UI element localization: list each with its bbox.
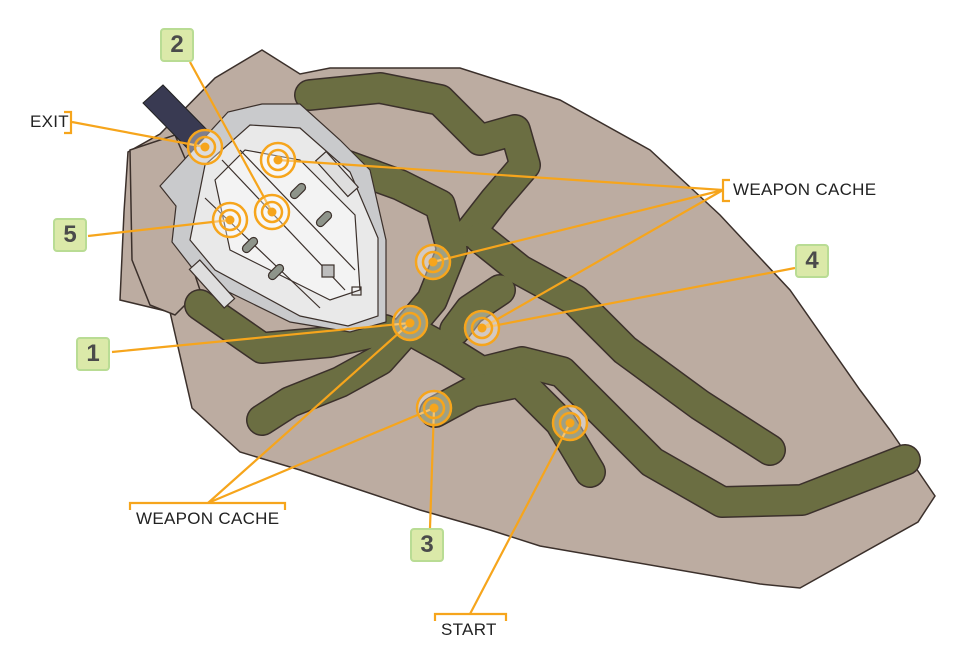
marker-m1 bbox=[391, 304, 429, 342]
leader-line bbox=[428, 407, 436, 529]
grass-path bbox=[465, 223, 785, 465]
marker-start bbox=[551, 404, 589, 442]
leader-line bbox=[207, 406, 435, 505]
grass-path bbox=[420, 367, 605, 487]
leader-line bbox=[432, 188, 724, 264]
marker-wc2 bbox=[414, 243, 452, 281]
marker-m2 bbox=[253, 193, 291, 231]
label-start: START bbox=[441, 620, 497, 639]
marker-exit bbox=[186, 128, 224, 166]
leader-line bbox=[277, 158, 724, 192]
marker-wc1 bbox=[259, 141, 297, 179]
grass-path bbox=[395, 315, 920, 517]
leader-lines bbox=[71, 61, 796, 615]
label-weapon-cache-bottom: WEAPON CACHE bbox=[136, 509, 280, 528]
grass-path bbox=[295, 73, 540, 247]
leader-line bbox=[111, 321, 411, 354]
marker-m4 bbox=[463, 309, 501, 347]
leader-line bbox=[469, 422, 571, 615]
leader-line bbox=[207, 322, 411, 504]
badge-1: 1 bbox=[76, 337, 110, 371]
label-brackets bbox=[64, 110, 730, 621]
marker-m3 bbox=[415, 389, 453, 427]
leader-line bbox=[481, 189, 724, 329]
label-exit: EXIT bbox=[30, 112, 69, 131]
leader-line bbox=[87, 218, 231, 238]
badge-3: 3 bbox=[410, 528, 444, 562]
marker-m5 bbox=[211, 201, 249, 239]
leader-line bbox=[481, 266, 796, 330]
map-markers bbox=[186, 128, 589, 442]
label-weapon-cache-top: WEAPON CACHE bbox=[733, 180, 877, 199]
badge-2: 2 bbox=[160, 28, 194, 62]
leader-line bbox=[71, 120, 206, 149]
badge-4: 4 bbox=[795, 244, 829, 278]
grass-path bbox=[440, 275, 515, 345]
grass-path bbox=[185, 290, 400, 363]
leader-line bbox=[189, 61, 273, 213]
badge-5: 5 bbox=[53, 218, 87, 252]
